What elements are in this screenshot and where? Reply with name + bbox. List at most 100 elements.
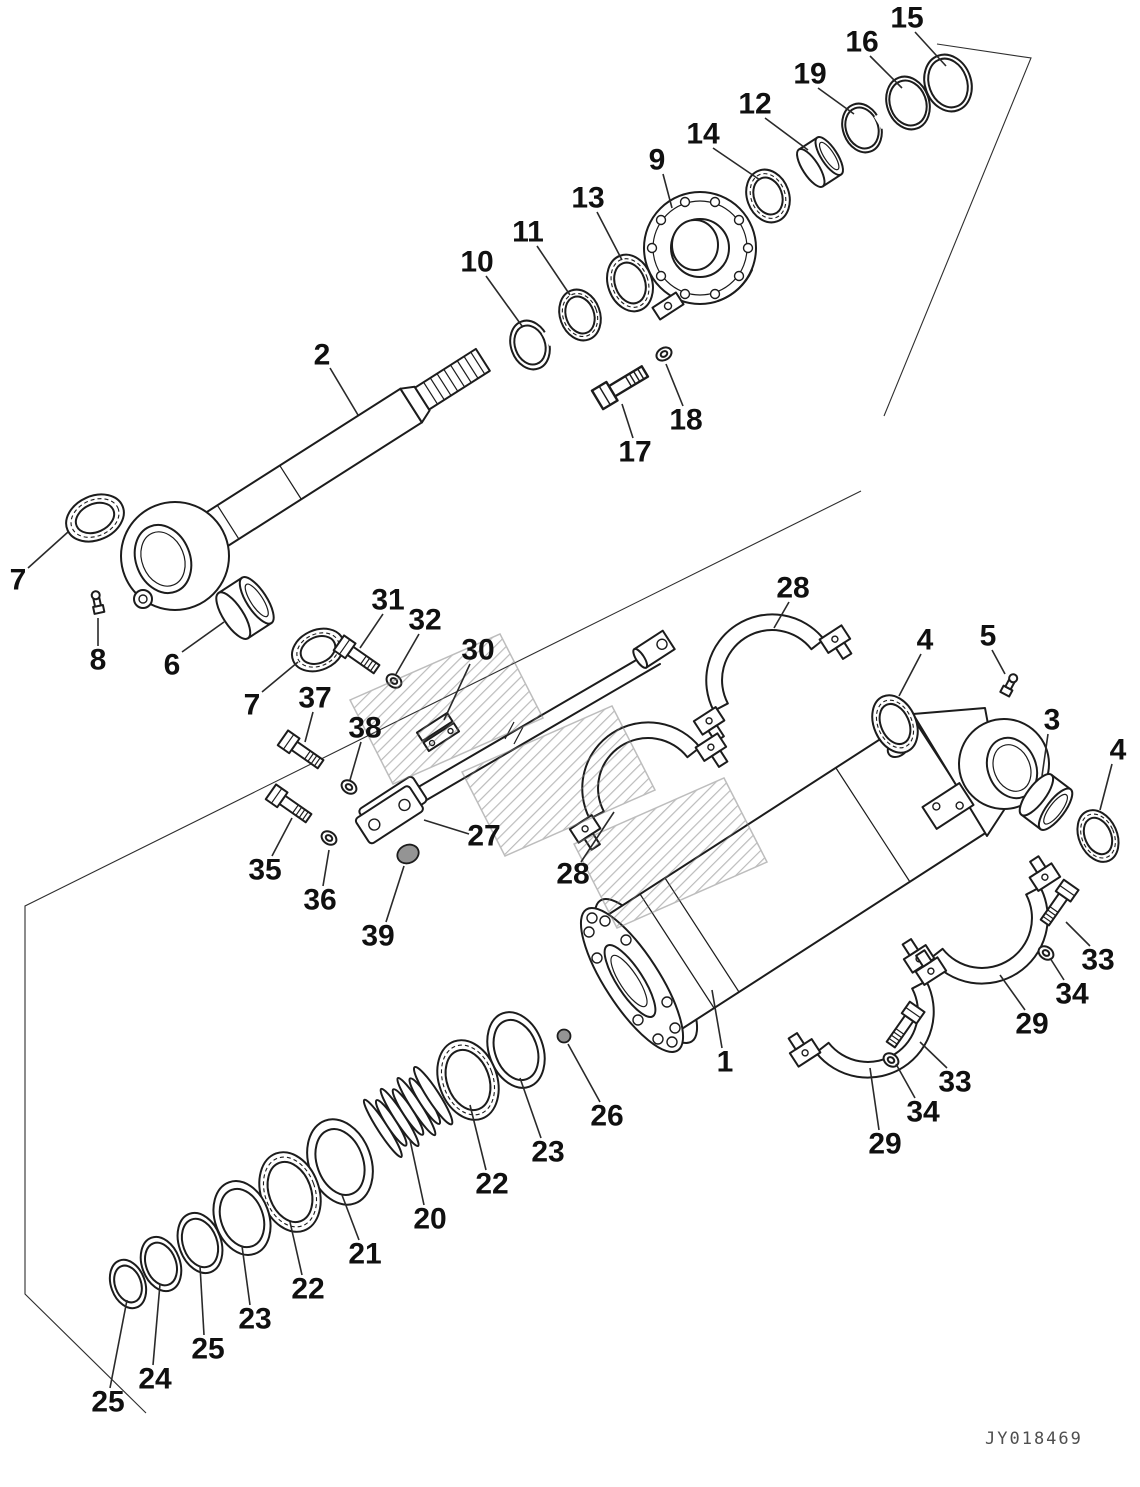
ring-22-a [436,1039,500,1121]
part-callout-33: 33 [1081,944,1114,977]
rod-eye-bushing-7-left [65,493,125,543]
part-callout-17: 17 [618,436,651,469]
leader-line-31 [359,613,384,649]
leader-line-34 [1049,957,1065,981]
part-callout-29: 29 [868,1128,901,1161]
leader-line-28 [580,811,615,863]
bearing-ring-4-left [871,694,919,754]
part-callout-13: 13 [571,182,604,215]
part-callout-6: 6 [164,649,181,682]
bearing-ring-4-right [1076,809,1120,863]
part-callout-32: 32 [408,604,441,637]
leader-line-39 [385,865,405,923]
part-callout-18: 18 [669,404,702,437]
part-callout-26: 26 [590,1100,623,1133]
ring-25-b [108,1258,148,1310]
part-callout-20: 20 [413,1203,446,1236]
bushing-3 [1018,773,1074,831]
leader-line-19 [817,87,855,115]
snap-ring-19 [841,102,889,154]
leader-line-15 [914,31,947,67]
part-callout-11: 11 [512,216,544,249]
ring-24 [139,1235,183,1293]
part-callout-22: 22 [475,1168,508,1201]
seal-stack [108,1011,572,1310]
part-callout-28: 28 [776,572,809,605]
leader-line-14 [712,147,761,181]
grease-fitting-5 [999,671,1021,698]
piston-rod [120,347,491,611]
leader-line-25 [109,1299,128,1389]
bolt-37 [276,729,327,773]
leader-line-28 [773,601,790,629]
part-callout-25: 25 [191,1333,224,1366]
mounting-plate-27 [354,775,428,845]
part-callout-22: 22 [291,1273,324,1306]
cylinder-tube [579,707,1050,1053]
leader-line-17 [621,403,634,439]
leader-line-34 [895,1063,916,1099]
part-callout-8: 8 [90,644,107,677]
leader-lines [27,31,1113,1389]
part-callout-15: 15 [890,2,923,35]
part-callout-24: 24 [138,1363,172,1396]
leader-line-23 [241,1245,251,1306]
leader-line-37 [304,711,314,743]
ring-25-a [176,1211,224,1275]
part-callout-16: 16 [845,26,878,59]
part-callout-25: 25 [91,1386,124,1419]
leader-line-24 [152,1283,161,1366]
part-callout-21: 21 [348,1238,381,1271]
part-callout-23: 23 [238,1303,271,1336]
leader-line-6 [181,621,225,653]
leader-line-33 [1065,921,1091,947]
bolt-35 [264,783,315,827]
rod-bushing-6 [215,576,275,640]
leader-line-4 [1099,763,1113,811]
part-callout-2: 2 [314,339,331,372]
washer-38 [338,776,360,798]
part-callout-33: 33 [938,1066,971,1099]
ring-14 [745,168,791,224]
part-callout-38: 38 [348,712,381,745]
part-callout-4: 4 [1110,734,1127,767]
part-callout-30: 30 [461,634,494,667]
part-callout-10: 10 [460,246,493,279]
leader-line-25 [199,1265,205,1336]
drawing-number: JY018469 [985,1429,1083,1449]
part-callout-7: 7 [244,689,261,722]
leader-line-7 [27,531,69,569]
leader-line-36 [322,849,330,887]
leader-line-3 [1041,733,1049,777]
rod-eye-bushing-7-right [291,627,345,673]
leader-line-27 [423,819,470,835]
pipe-elbow [632,629,676,669]
ring-23-a [486,1011,546,1089]
part-callout-35: 35 [248,854,281,887]
clevis-pad [921,782,975,830]
part-callout-34: 34 [906,1096,940,1129]
leader-line-1 [711,989,723,1049]
part-callout-9: 9 [649,144,666,177]
part-callout-37: 37 [298,682,331,715]
bushing-12 [796,136,844,188]
leader-line-7 [261,661,299,693]
leader-line-4 [898,653,922,697]
leader-line-13 [596,211,623,261]
leader-line-33 [919,1041,948,1069]
part-callout-1: 1 [717,1046,734,1079]
bolt-31 [332,634,383,678]
leader-line-2 [329,367,359,416]
part-callout-7: 7 [10,564,27,597]
leader-line-23 [519,1077,542,1139]
leader-line-30 [443,663,471,721]
leader-line-9 [662,173,673,209]
leader-line-20 [409,1139,425,1206]
leader-line-29 [999,974,1026,1011]
part-callout-3: 3 [1044,704,1061,737]
washer-18 [653,343,675,365]
ring-11 [558,288,602,342]
leader-line-11 [536,245,571,296]
